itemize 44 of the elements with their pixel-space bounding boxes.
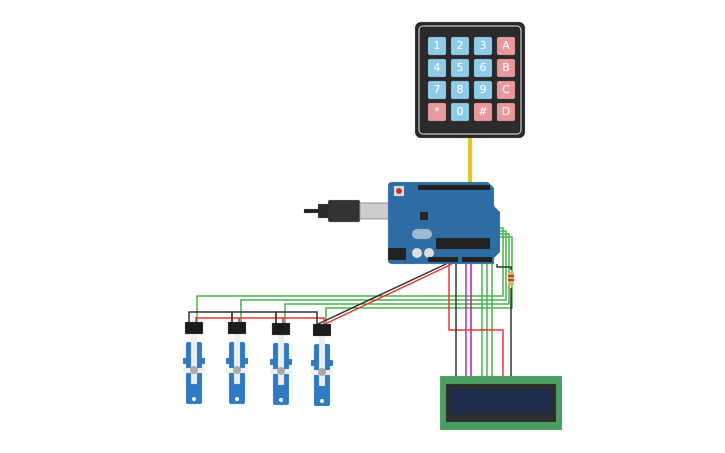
servo-motor-drawing <box>183 322 205 406</box>
keypad-key: B <box>497 59 515 77</box>
keypad-key: 4 <box>428 59 446 77</box>
wire <box>240 230 507 322</box>
keypad-key: 7 <box>428 81 446 99</box>
wire <box>486 263 488 376</box>
keypad-key: A <box>497 37 515 55</box>
keypad-key: # <box>474 103 492 121</box>
wire <box>465 263 467 376</box>
wire <box>510 287 512 376</box>
wire <box>275 311 318 324</box>
servo-motor-drawing <box>226 322 248 406</box>
keypad-key: 5 <box>451 59 469 77</box>
wire <box>470 263 472 376</box>
wire <box>448 264 504 376</box>
keypad-key: * <box>428 103 446 121</box>
keypad-key: 9 <box>474 81 492 99</box>
wire <box>481 263 483 376</box>
microcontroller-board-drawing <box>388 182 500 264</box>
wire <box>284 233 510 323</box>
wire <box>282 317 325 324</box>
keypad-key: C <box>497 81 515 99</box>
servo-motor-drawing <box>311 324 333 408</box>
servo-motor-drawing <box>270 323 292 407</box>
wire <box>325 236 513 324</box>
wire <box>455 263 457 376</box>
wire <box>491 263 493 376</box>
wire <box>238 317 284 323</box>
keypad-key: 0 <box>451 103 469 121</box>
keypad-key: D <box>497 103 515 121</box>
wire <box>468 136 472 182</box>
resistor-symbol <box>506 270 516 288</box>
keypad-key: 3 <box>474 37 492 55</box>
wire <box>188 311 233 322</box>
keypad-key: 2 <box>451 37 469 55</box>
wire <box>496 264 512 270</box>
keypad-key: 1 <box>428 37 446 55</box>
keypad-key: 8 <box>451 81 469 99</box>
wire <box>231 311 277 323</box>
keypad-drawing <box>415 22 525 138</box>
lcd-display-drawing <box>440 376 562 430</box>
wire <box>196 227 504 322</box>
keypad-key: 6 <box>474 59 492 77</box>
wire <box>195 317 240 322</box>
